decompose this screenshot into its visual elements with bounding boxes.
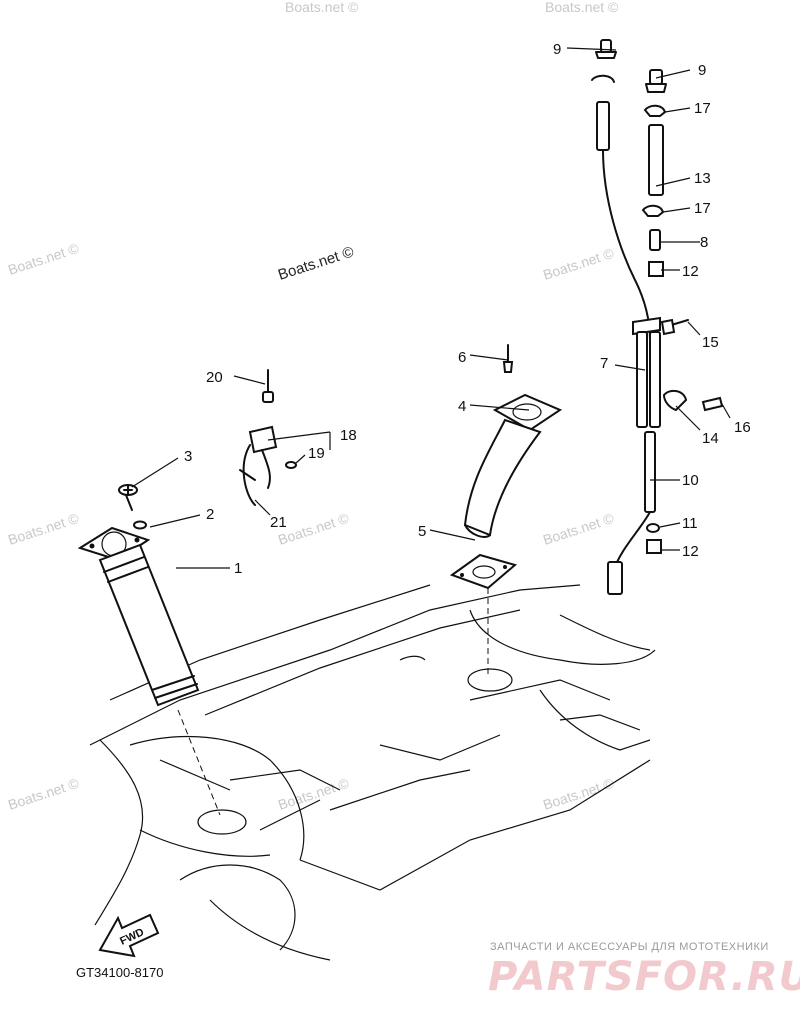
callout-17: 17 xyxy=(694,100,711,117)
brand-tagline: ЗАПЧАСТИ И АКСЕССУАРЫ ДЛЯ МОТОТЕХНИКИ xyxy=(490,941,769,953)
callout-10: 10 xyxy=(682,472,699,489)
callout-5: 5 xyxy=(418,523,426,540)
washer[interactable] xyxy=(133,520,147,530)
watermark: Boats.net © xyxy=(541,775,616,813)
callout-15: 15 xyxy=(702,334,719,351)
callout-2: 2 xyxy=(206,506,214,523)
watermark: Boats.net © xyxy=(541,510,616,548)
callout-14: 14 xyxy=(702,430,719,447)
pin-clip[interactable] xyxy=(502,344,514,373)
callout-13: 13 xyxy=(694,170,711,187)
screw[interactable] xyxy=(118,484,138,511)
callout-16: 16 xyxy=(734,419,751,436)
callout-6: 6 xyxy=(458,349,466,366)
callout-8: 8 xyxy=(700,234,708,251)
watermark: Boats.net © xyxy=(276,243,356,283)
hull-outline xyxy=(89,584,656,961)
callout-1: 1 xyxy=(234,560,242,577)
filler-neck-pipe[interactable] xyxy=(77,526,221,816)
callout-20: 20 xyxy=(206,369,223,386)
clamp-assembly[interactable] xyxy=(239,369,297,506)
watermark: Boats.net © xyxy=(6,240,81,278)
fwd-arrow-icon: FWD xyxy=(98,913,160,958)
callout-7: 7 xyxy=(600,355,608,372)
callout-18: 18 xyxy=(340,427,357,444)
leader-lines xyxy=(131,47,731,569)
callout-4: 4 xyxy=(458,398,466,415)
callout-19: 19 xyxy=(308,445,325,462)
callout-11: 11 xyxy=(682,515,698,532)
brand-logo-text: PARTSFOR.RU xyxy=(488,954,800,1000)
breather-hose-assembly[interactable] xyxy=(591,39,724,595)
diagram-code: GT34100-8170 xyxy=(76,965,163,980)
callout-3: 3 xyxy=(184,448,192,465)
watermark: Boats.net © xyxy=(541,245,616,283)
gasket[interactable] xyxy=(449,553,518,675)
watermark: Boats.net © xyxy=(545,0,619,15)
callout-21: 21 xyxy=(270,514,287,531)
watermark: Boats.net © xyxy=(276,510,351,548)
vent-elbow-hose[interactable] xyxy=(463,393,563,538)
callout-9: 9 xyxy=(553,41,561,58)
watermark: Boats.net © xyxy=(6,775,81,813)
watermark: Boats.net © xyxy=(6,510,81,548)
callout-12: 12 xyxy=(682,543,699,560)
callout-17: 17 xyxy=(694,200,711,217)
callouts: 1 2 3 4 5 6 7 8 9 9 10 11 12 12 13 14 15… xyxy=(184,41,751,577)
watermark: Boats.net © xyxy=(285,0,359,15)
callout-12: 12 xyxy=(682,263,699,280)
callout-9: 9 xyxy=(698,62,706,79)
brand-logo: ЗАПЧАСТИ И АКСЕССУАРЫ ДЛЯ МОТОТЕХНИКИ PA… xyxy=(488,941,800,1000)
